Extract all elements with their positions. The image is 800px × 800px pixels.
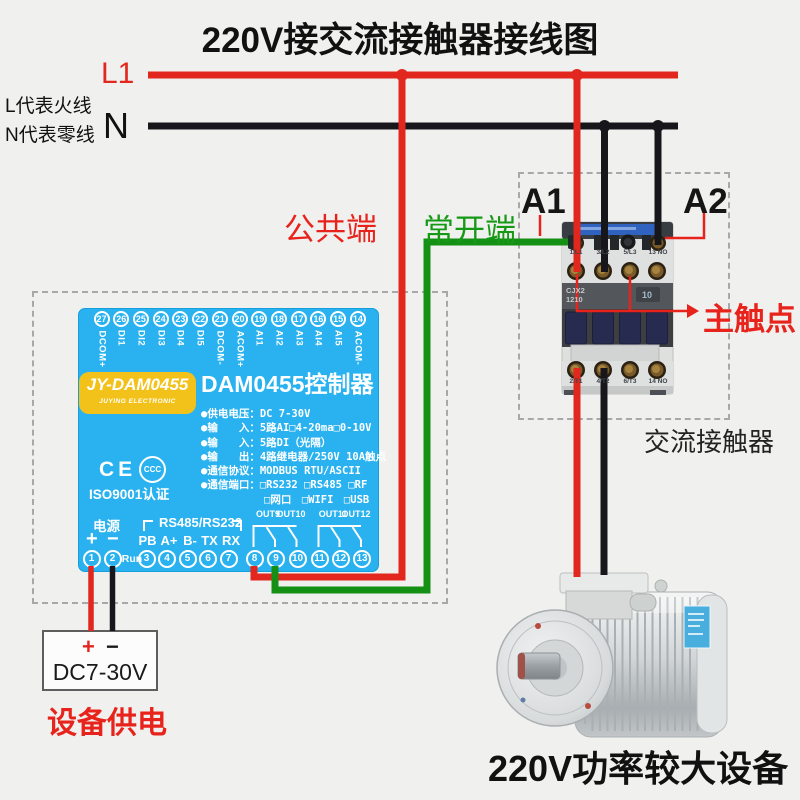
junction-dot <box>598 120 611 132</box>
module-terminal-27: 27 <box>93 311 110 327</box>
ccc-mark: CCC <box>139 456 166 483</box>
module-terminal-26: 26 <box>113 311 130 327</box>
motor-device <box>496 572 728 738</box>
module-terminal-5: 5 <box>178 550 197 568</box>
module-terminal-3: 3 <box>137 550 156 568</box>
pin-label-PB: PB <box>138 533 157 548</box>
brand-badge-subtitle: JUYING ELECTRONIC <box>99 398 176 405</box>
ccc-mark-text: CCC <box>143 465 162 474</box>
module-terminal-21: 21 <box>211 311 228 327</box>
dc-plus: + <box>82 634 95 659</box>
junction-box <box>565 590 633 620</box>
brand-badge-title: JY-DAM0455 <box>86 375 189 394</box>
pin-label-RX: RX <box>221 533 241 548</box>
junction-dot <box>396 69 408 81</box>
motor-flange-center <box>543 656 567 680</box>
motor-flange <box>496 609 614 727</box>
motor-eyebolt <box>654 579 668 593</box>
motor-fins <box>584 597 714 731</box>
module-terminal-11: 11 <box>310 550 329 568</box>
module-terminal-7: 7 <box>219 550 238 568</box>
module-terminal-2: 2 <box>103 550 122 568</box>
live-note: L代表火线 <box>5 96 92 117</box>
pin-label-B-: B- <box>183 533 197 548</box>
contactor-dashed-box <box>518 172 730 420</box>
junction-box-lid <box>559 572 649 594</box>
comm-header: RS485/RS232 <box>159 515 243 530</box>
module-terminal-22: 22 <box>192 311 209 327</box>
module-terminal-25: 25 <box>132 311 149 327</box>
iso-label: ISO9001认证 <box>89 487 170 502</box>
l1-label: L1 <box>101 57 135 90</box>
normally-open-label: 常开端 <box>423 213 516 248</box>
module-run-label: Run <box>121 553 143 565</box>
contactor-label: 交流接触器 <box>644 427 775 457</box>
motor-body <box>574 591 724 738</box>
motor-nameplate <box>683 605 711 649</box>
dc-power-box: + − DC7-30V <box>42 630 158 691</box>
module-terminal-9: 9 <box>267 550 285 568</box>
module-terminal-20: 20 <box>231 311 248 327</box>
motor-nameplate-lines <box>688 613 704 635</box>
neutral-note: N代表零线 <box>5 125 95 146</box>
motor-shaft <box>517 652 561 680</box>
module-terminal-4: 4 <box>158 550 176 568</box>
flange-bolt <box>585 703 591 709</box>
pin-label-A+: A+ <box>160 533 178 548</box>
dc-minus: − <box>106 634 119 659</box>
n-label: N <box>103 105 129 146</box>
module-terminal-12: 12 <box>331 550 350 568</box>
pin-label-TX: TX <box>201 533 218 548</box>
module-terminal-13: 13 <box>353 550 371 568</box>
module-terminal-23: 23 <box>172 311 189 327</box>
motor-base <box>584 717 711 737</box>
flange-bolt <box>535 623 541 629</box>
motor-highlight <box>585 597 713 613</box>
module-terminal-10: 10 <box>288 550 307 568</box>
power-plus: + <box>86 528 98 550</box>
module-terminal-8: 8 <box>245 550 264 568</box>
power-label: 电源 <box>93 519 120 534</box>
shaft-ring <box>518 653 525 679</box>
page-title: 220V接交流接触器接线图 <box>201 21 599 60</box>
module-terminal-1: 1 <box>82 550 101 568</box>
motor-end-cap <box>696 594 728 734</box>
ce-mark: CE <box>99 458 137 481</box>
power-supply-label: 设备供电 <box>47 707 167 740</box>
motor-flange-ring <box>507 620 603 716</box>
module-terminal-6: 6 <box>199 550 217 568</box>
common-terminal-label: 公共端 <box>284 212 377 247</box>
junction-dot <box>652 120 664 132</box>
junction-dot <box>571 69 583 81</box>
brand-badge: JY-DAM0455 JUYING ELECTRONIC <box>79 372 196 414</box>
flange-bolt <box>520 697 526 703</box>
cable-gland <box>629 593 657 612</box>
device-caption: 220V功率较大设备 <box>488 748 789 789</box>
motor-flange-hub <box>526 639 584 697</box>
bracket-left <box>143 520 153 531</box>
module-terminal-24: 24 <box>152 311 169 327</box>
bracket-right <box>232 520 242 531</box>
power-minus: − <box>107 528 119 550</box>
dc-voltage-label: DC7-30V <box>52 659 148 685</box>
